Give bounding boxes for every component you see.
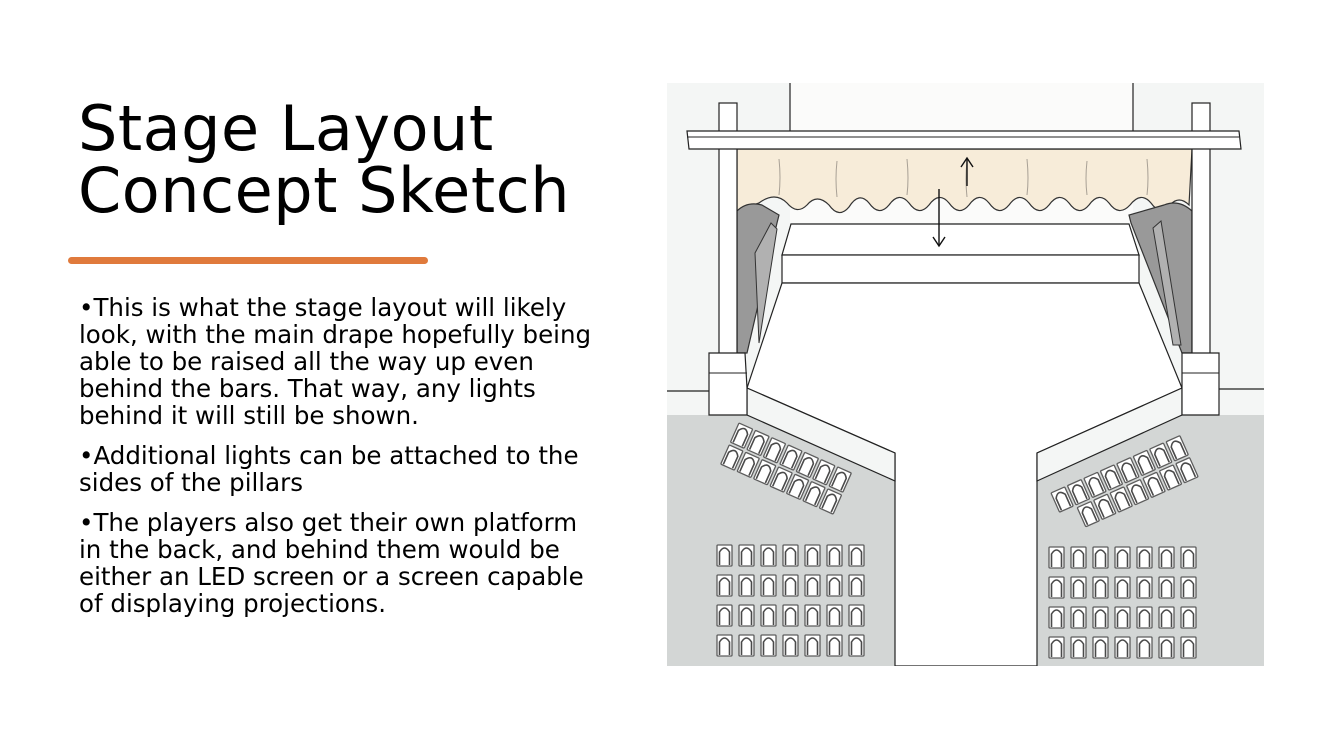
title-accent-line: [68, 257, 428, 264]
bullet-list: •This is what the stage layout will like…: [79, 294, 599, 630]
arrow-down-icon: [932, 189, 946, 248]
stage-sketch-image: [667, 83, 1264, 666]
bullet-item-platform: •The players also get their own platform…: [79, 508, 584, 618]
slide-title: Stage Layout Concept Sketch: [78, 98, 638, 222]
title-line-1: Stage Layout: [78, 92, 494, 165]
title-line-2: Concept Sketch: [78, 154, 571, 227]
main-drape: [736, 148, 1193, 214]
arrow-up-icon: [960, 156, 974, 186]
lighting-bar: [686, 130, 1242, 150]
bullet-item-lights: •Additional lights can be attached to th…: [79, 441, 579, 497]
player-platform: [781, 223, 1140, 256]
bullet-item-drape: •This is what the stage layout will like…: [79, 293, 592, 430]
